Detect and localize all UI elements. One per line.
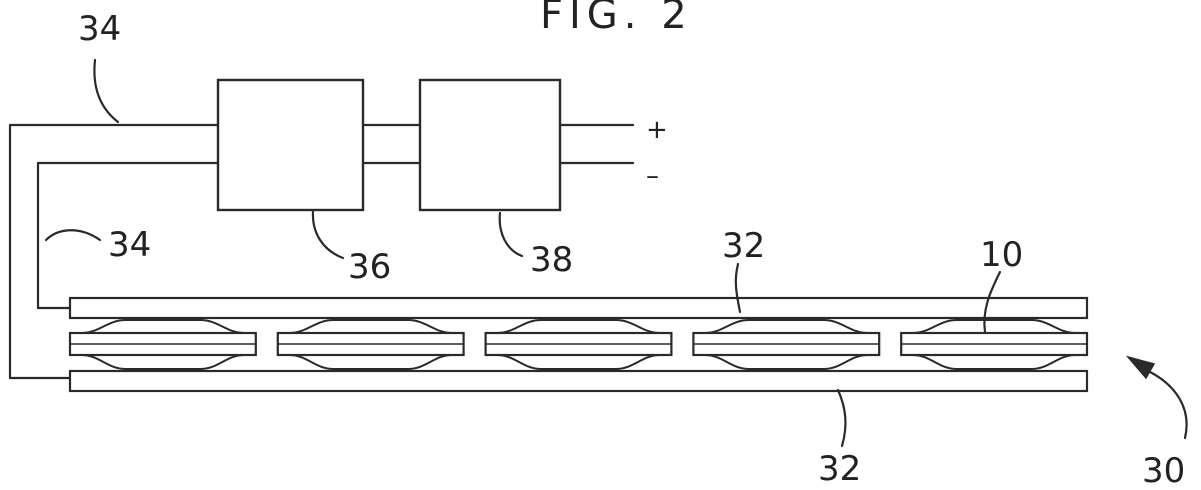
cell-upper-bulge: [704, 319, 869, 334]
label-32-top: 32: [722, 226, 765, 266]
label-38: 38: [530, 240, 573, 280]
leader-36: [311, 210, 345, 260]
figure-title: FIG. 2: [540, 0, 693, 38]
block-36: [216, 78, 365, 212]
leader-34-top: [93, 58, 120, 124]
leader-lines: [44, 58, 1188, 448]
cell-row: [68, 319, 1089, 370]
arrowhead-30: [1125, 355, 1156, 380]
label-34-left: 34: [108, 225, 151, 265]
cell-upper-bulge: [496, 319, 661, 334]
wires: [8, 123, 635, 380]
cell-2: [276, 319, 465, 370]
cell-lower-bulge: [912, 354, 1076, 370]
cell-4: [692, 319, 881, 370]
cell-upper-bulge: [912, 319, 1076, 334]
leader-32-bottom: [836, 388, 847, 448]
cell-lower-bulge: [288, 354, 453, 370]
bottom-plate: [68, 369, 1089, 393]
label-10: 10: [980, 235, 1023, 275]
outer-wire: [8, 123, 220, 380]
inner-wire: [36, 161, 220, 310]
cell-3: [484, 319, 673, 370]
block-38: [418, 78, 562, 212]
label-34-top: 34: [78, 9, 121, 49]
cell-lower-bulge: [704, 354, 869, 370]
cell-upper-bulge: [81, 319, 245, 334]
positive-terminal-sign: +: [646, 115, 668, 145]
leader-38: [498, 211, 524, 258]
top-plate: [68, 296, 1089, 320]
cell-5: [900, 319, 1089, 370]
cell-upper-bulge: [288, 319, 453, 334]
label-36: 36: [348, 247, 391, 287]
label-30: 30: [1142, 451, 1185, 490]
leader-30: [1148, 370, 1188, 440]
label-32-bottom: 32: [818, 449, 861, 489]
cell-lower-bulge: [81, 354, 245, 370]
cell-1: [68, 319, 257, 370]
leader-32-top: [734, 262, 742, 314]
cell-lower-bulge: [496, 354, 661, 370]
leader-10: [983, 270, 1002, 334]
leader-34-left: [44, 229, 102, 242]
negative-terminal-sign: –: [646, 161, 659, 191]
